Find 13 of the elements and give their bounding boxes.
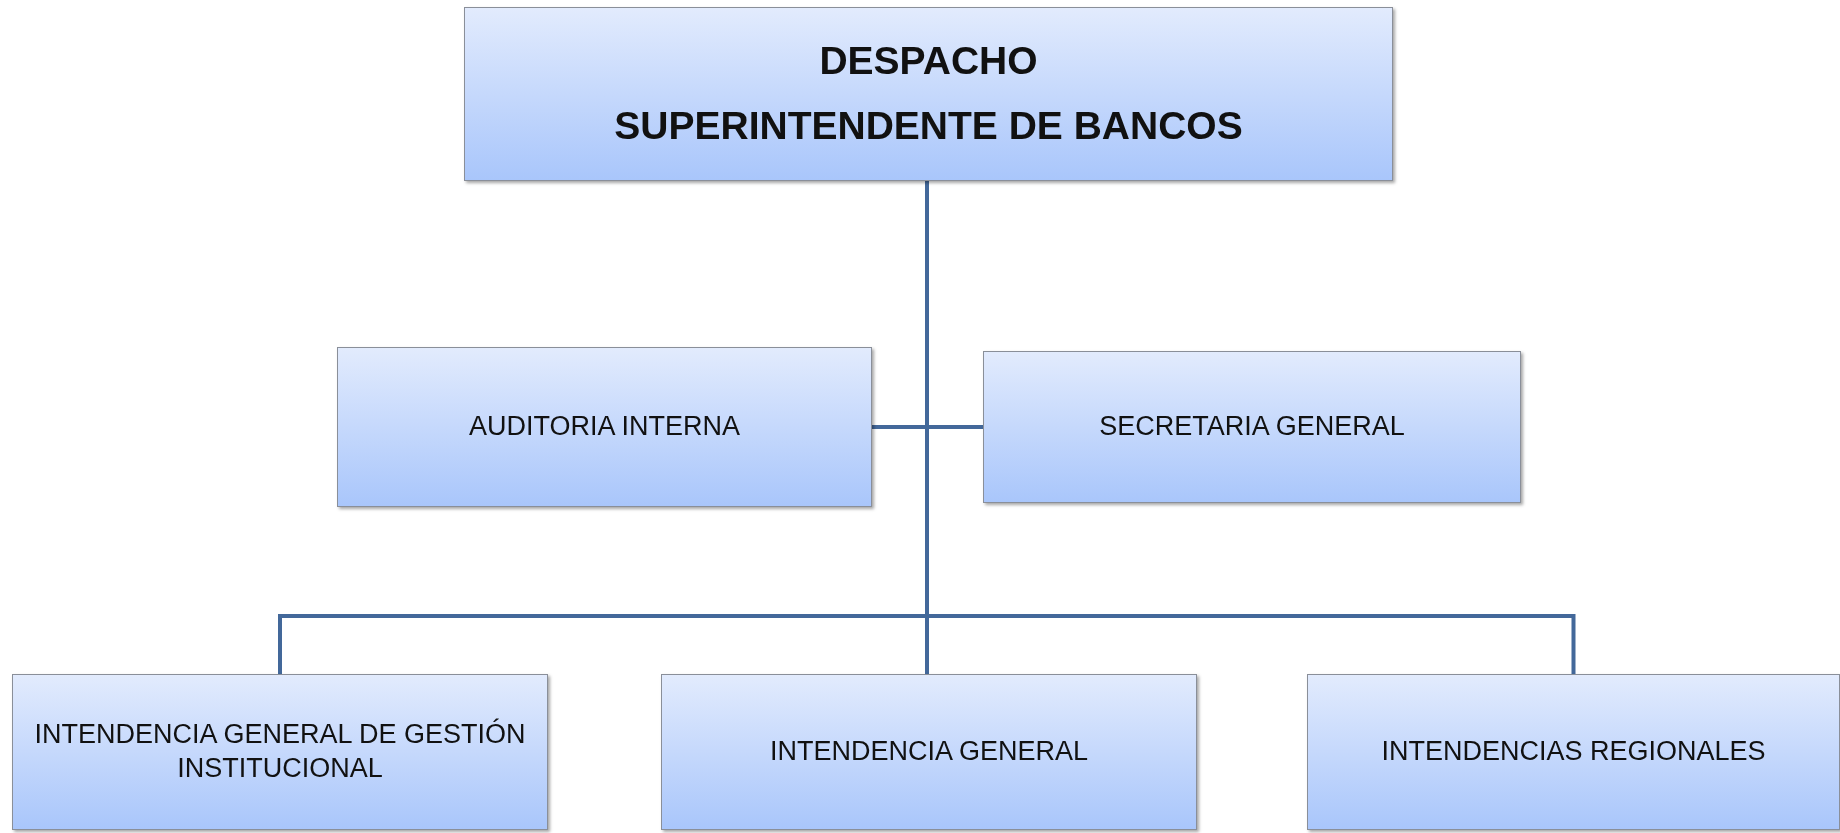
unit-name: SECRETARIA GENERAL xyxy=(1098,410,1406,444)
org-unit-box xyxy=(464,7,1393,181)
unit-name: AUDITORIA INTERNA xyxy=(467,410,741,444)
org-unit-box xyxy=(661,674,1197,830)
org-unit-box xyxy=(12,674,548,830)
org-unit-box xyxy=(1307,674,1840,830)
org-unit-box xyxy=(983,351,1521,503)
unit-name: SUPERINTENDENTE DE BANCOS xyxy=(613,103,1244,149)
unit-name: DESPACHO xyxy=(818,38,1039,85)
org-unit-box xyxy=(337,347,872,507)
unit-name: INTENDENCIA GENERAL DE GESTIÓN INSTITUCIONAL xyxy=(33,718,527,785)
unit-name: INTENDENCIAS REGIONALES xyxy=(1380,735,1767,769)
unit-name: INTENDENCIA GENERAL xyxy=(768,735,1090,769)
